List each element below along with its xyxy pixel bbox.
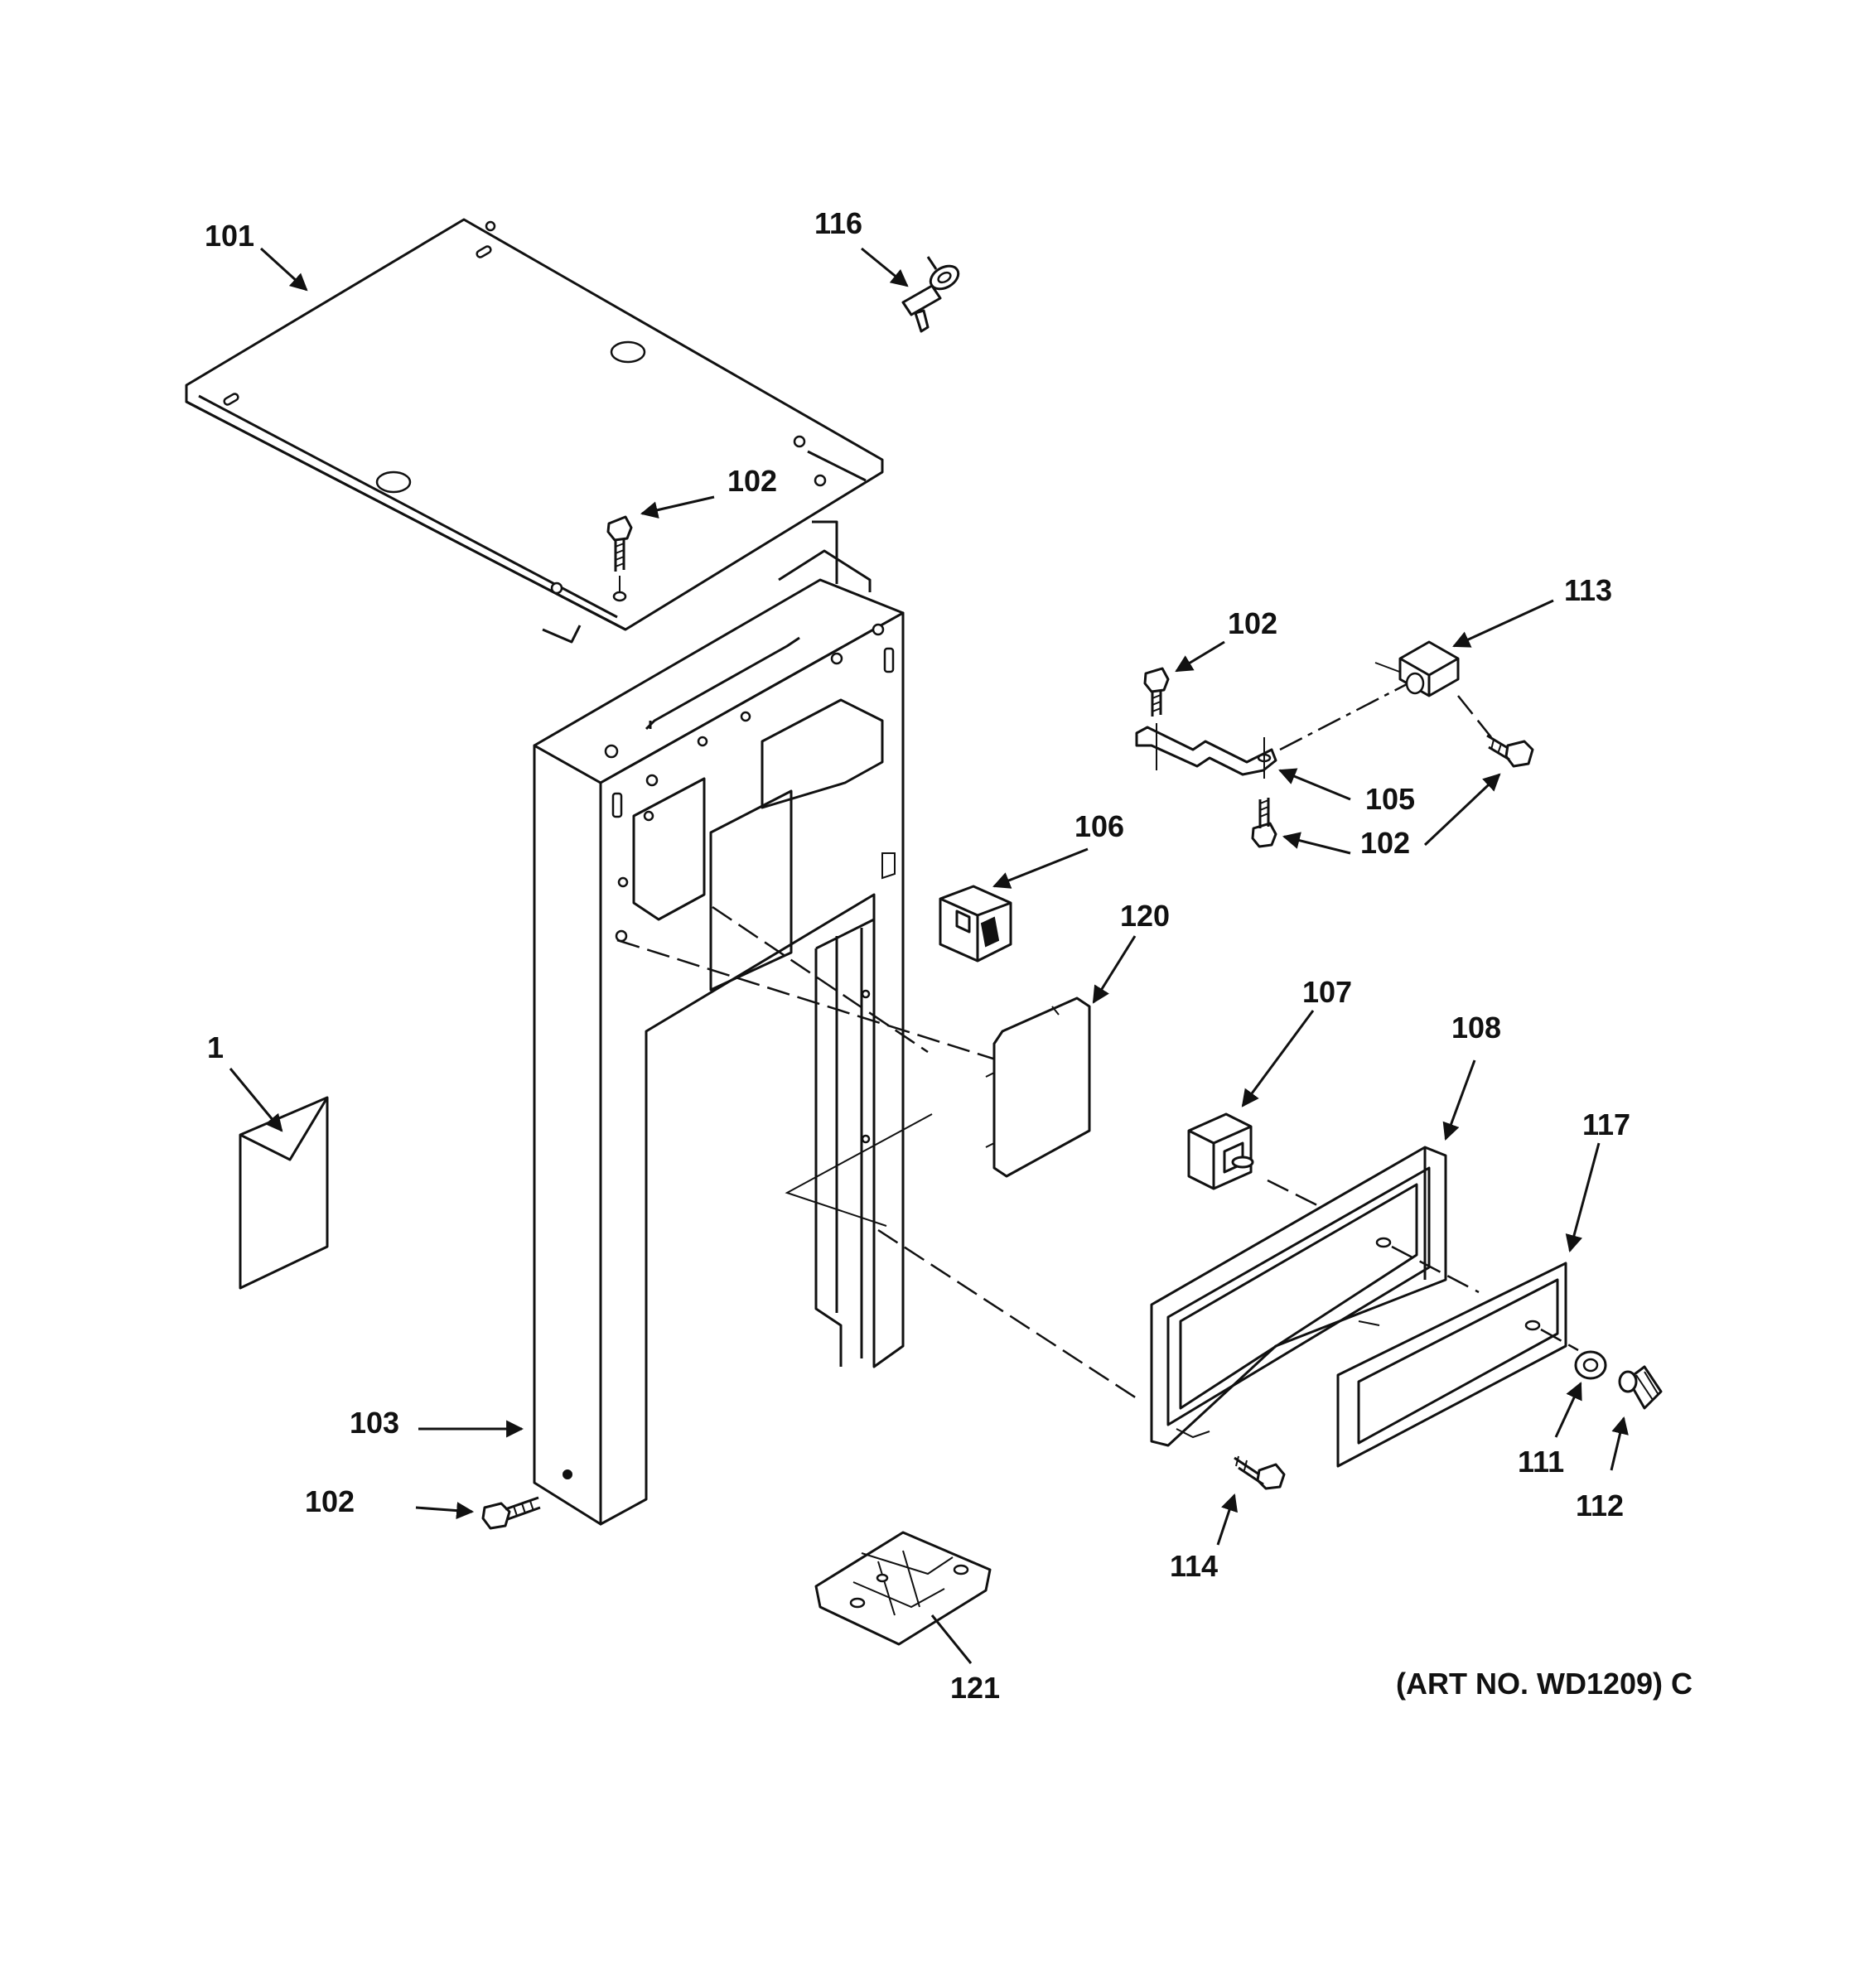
block-part: [1398, 640, 1460, 697]
label-117: 117: [1582, 1107, 1630, 1141]
literature-envelope-part: [239, 1096, 329, 1290]
screw-part-bracket-top: [1143, 667, 1170, 717]
screw-part-panel: [1234, 1455, 1286, 1490]
top-cover-part: [185, 218, 884, 644]
overlay-part: [1336, 1262, 1567, 1468]
label-103: 103: [350, 1406, 399, 1440]
label-121: 121: [950, 1671, 1000, 1705]
label-107: 107: [1302, 975, 1352, 1009]
label-106: 106: [1074, 809, 1124, 843]
label-1: 1: [207, 1030, 224, 1064]
label-120: 120: [1120, 899, 1170, 933]
label-112: 112: [1576, 1489, 1624, 1522]
label-116: 116: [814, 206, 862, 240]
label-101: 101: [205, 219, 254, 253]
cover-plate-part: [985, 996, 1091, 1178]
label-111: 111: [1518, 1445, 1564, 1479]
control-part: [1187, 1112, 1254, 1190]
label-113: 113: [1564, 573, 1612, 607]
part-labels: 101 116 102 102 113 105 102 106 120 107 …: [205, 206, 1693, 1705]
leader-lines: [229, 247, 1629, 1664]
label-102-bracket-top: 102: [1228, 606, 1277, 640]
screw-part-top: [606, 515, 633, 602]
screw-part-bracket-bottom: [1251, 798, 1277, 848]
label-102-bracket-bottom: 102: [1360, 826, 1410, 860]
knob-part: [1618, 1365, 1663, 1410]
rocker-switch-part: [939, 885, 1012, 963]
bracket-part: [1135, 723, 1277, 779]
screw-part-bracket-right: [1486, 734, 1534, 768]
frame-panel-part: [533, 549, 905, 1526]
hardware-bag-part: [814, 1531, 992, 1646]
label-102-bottom: 102: [305, 1484, 355, 1518]
art-number: (ART NO. WD1209) C: [1396, 1667, 1693, 1701]
label-108: 108: [1451, 1011, 1501, 1045]
label-114: 114: [1170, 1549, 1218, 1583]
label-105: 105: [1365, 782, 1415, 816]
control-panel-part: [1150, 1146, 1447, 1447]
label-102-top: 102: [727, 464, 777, 498]
nut-part: [1574, 1350, 1607, 1380]
screw-part-bottom-left: [481, 1496, 541, 1530]
clip-part: [901, 256, 960, 333]
